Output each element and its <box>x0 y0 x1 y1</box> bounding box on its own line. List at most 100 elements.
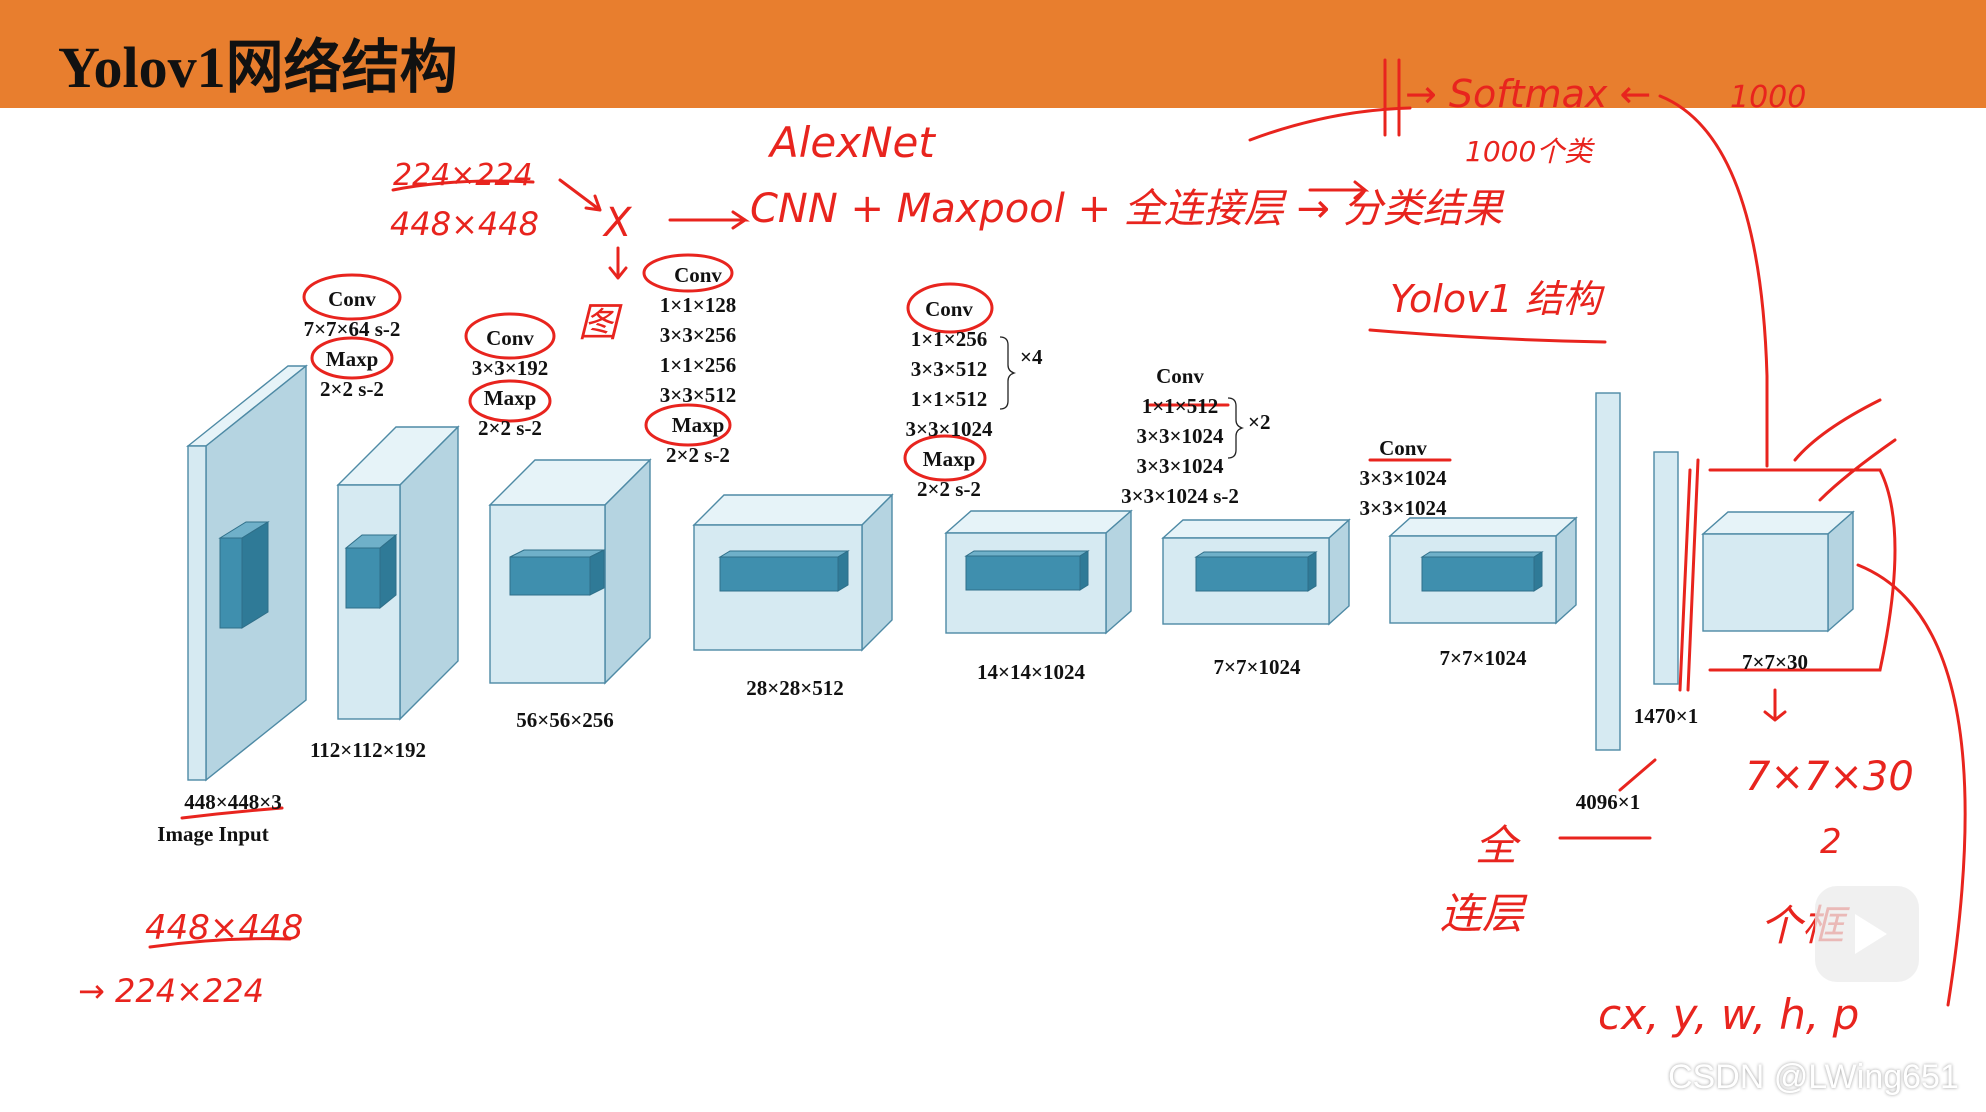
conv-group-4-line-5: 3×3×1024 <box>905 417 993 441</box>
bracket-output-outline <box>1708 468 1897 672</box>
kernel-side <box>837 550 849 592</box>
dim-label-2: 112×112×192 <box>309 738 427 762</box>
dim-label-1470: 1470×1 <box>1633 704 1699 728</box>
conv-group-1-line-1: Conv <box>328 287 376 311</box>
fc-vector-1470 <box>1653 451 1679 685</box>
kernel-top <box>1194 551 1318 558</box>
underline-224 <box>391 179 535 192</box>
arrow-down-result <box>1763 688 1787 722</box>
softmax-link-line <box>1658 94 1769 468</box>
fc-vector-4096 <box>1595 392 1621 751</box>
play-icon <box>1855 914 1887 954</box>
conv-group-2-line-4: 2×2 s-2 <box>478 416 542 440</box>
conv-group-3-line-4: 1×1×256 <box>659 353 737 377</box>
play-button[interactable] <box>1815 886 1919 982</box>
block-side-face <box>1555 516 1577 625</box>
x-mark: X <box>604 200 632 246</box>
conv-group-3-line-2: 1×1×128 <box>659 293 737 317</box>
arrow-down-graph <box>608 246 628 280</box>
kernel-front <box>965 555 1081 591</box>
fc-bar-mark <box>1383 58 1401 137</box>
conv-group-3-line-1: Conv <box>674 263 722 287</box>
conv-group-4-line-1: Conv <box>925 297 973 321</box>
dim-label-4: 28×28×512 <box>746 676 844 700</box>
conv-group-1-line-3: Maxp <box>325 347 379 371</box>
kernel-top <box>718 550 850 558</box>
conv-group-4-line-4: 1×1×512 <box>910 387 988 411</box>
block-top-face <box>692 494 894 526</box>
conv-group-6-line-2: 3×3×1024 <box>1359 466 1447 490</box>
conv-group-5-line-4: 3×3×1024 <box>1136 454 1224 478</box>
kernel-front <box>1421 556 1535 592</box>
dim-label-output: 7×7×30 <box>1742 650 1808 674</box>
conv-group-4-line-2: 1×1×256 <box>910 327 988 351</box>
alexnet-note: AlexNet <box>770 118 935 167</box>
dim-label-5: 14×14×1024 <box>977 660 1085 684</box>
two-note: 2 <box>1820 822 1842 862</box>
circle-conv-3 <box>642 253 734 293</box>
yolov1-structure-note: Yolov1 结构 <box>1390 277 1601 321</box>
conv-group-5-line-5: 3×3×1024 s-2 <box>1121 484 1239 508</box>
circle-maxp-4 <box>903 434 987 482</box>
arrow-to-coords <box>1856 563 1967 1007</box>
resize-note-448: 448×448 <box>145 908 304 948</box>
arrow-to-result <box>1308 180 1370 200</box>
tensor-block-2 <box>336 425 460 721</box>
conv-group-5-line-3: 3×3×1024 <box>1136 424 1224 448</box>
kernel-top <box>1420 551 1544 558</box>
circle-conv-4 <box>906 282 994 334</box>
conv-group-2-line-2: 3×3×192 <box>471 356 549 380</box>
repeat-bracket-2 <box>1227 397 1245 459</box>
repeat-count-4: ×4 <box>1020 345 1043 369</box>
conv-group-4-line-7: 2×2 s-2 <box>917 477 981 501</box>
tensor-block-7 <box>1388 516 1578 625</box>
underline-input-dim <box>180 806 284 820</box>
arrow-to-cnn <box>668 210 750 230</box>
kernel-front <box>219 537 243 629</box>
block-top-face <box>1701 511 1855 535</box>
kernel-side <box>589 549 605 596</box>
dim-label-7: 7×7×1024 <box>1439 646 1527 670</box>
tensor-block-5 <box>944 509 1133 635</box>
kernel-front <box>719 556 839 592</box>
kernel-side <box>241 521 269 629</box>
slide-title: Yolov1网络结构 <box>58 35 458 100</box>
conv-group-3-line-7: 2×2 s-2 <box>666 443 730 467</box>
conv-group-2-line-3: Maxp <box>483 386 537 410</box>
image-input-label: Image Input <box>157 822 269 846</box>
kernel-side <box>1307 551 1317 592</box>
fc-note-1: 全 <box>1475 821 1518 870</box>
conv-group-5-line-2: 1×1×512 <box>1141 394 1219 418</box>
fc-note-2: 连层 <box>1440 889 1525 938</box>
conv-group-1-line-2: 7×7×64 s-2 <box>303 317 401 341</box>
size-note-224: 224×224 <box>393 158 533 193</box>
kernel-front <box>345 547 381 609</box>
block-side-face <box>1105 509 1132 635</box>
pipeline-note: CNN + Maxpool + 全连接层 → 分类结果 <box>750 186 1503 232</box>
underline-resize <box>148 937 292 949</box>
arrow-to-x <box>558 178 602 212</box>
vector-strike-marks <box>1678 458 1700 692</box>
circle-conv-2 <box>464 312 556 360</box>
tensor-block-4 <box>692 493 894 652</box>
softmax-note: → Softmax ← <box>1405 72 1652 116</box>
conv-group-3-line-3: 3×3×256 <box>659 323 737 347</box>
coords-note: cx, y, w, h, p <box>1598 990 1860 1039</box>
kernel-side <box>1079 550 1089 591</box>
repeat-bracket-4 <box>999 336 1017 410</box>
graph-note: 图 <box>578 300 618 346</box>
block-side-face <box>1328 518 1350 626</box>
arrow-into-output-1 <box>1793 398 1882 462</box>
circle-maxp-3 <box>644 403 732 447</box>
repeat-count-5: ×2 <box>1248 410 1271 434</box>
conv-group-3-line-6: Maxp <box>671 413 725 437</box>
kernel-front <box>509 556 591 596</box>
tensor-block-8 <box>1701 510 1855 633</box>
arrow-to-fc-label <box>1618 758 1657 792</box>
tensor-block-3 <box>488 458 652 685</box>
size-note-448: 448×448 <box>390 205 539 243</box>
tensor-block-6 <box>1161 518 1351 626</box>
kernel-top <box>964 550 1090 557</box>
kernel-front <box>1195 556 1309 592</box>
